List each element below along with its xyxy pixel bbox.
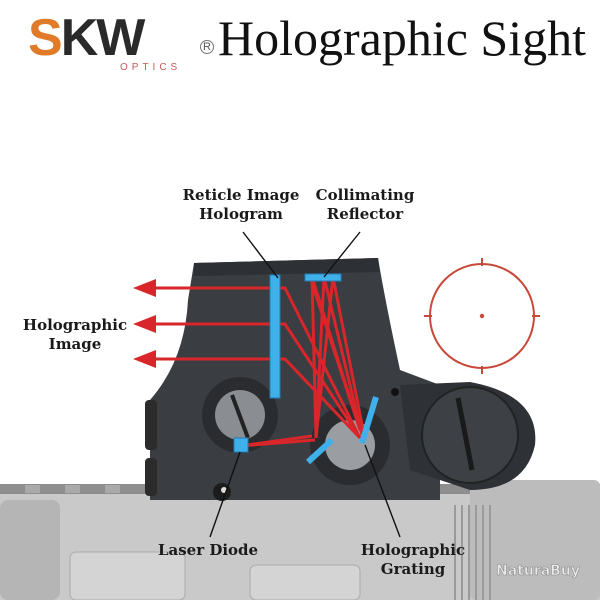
logo-wordmark: SKW bbox=[28, 9, 146, 67]
collimating-reflector-plate bbox=[304, 273, 342, 282]
logo-subtitle: OPTICS bbox=[120, 62, 182, 73]
reticle-hologram-plate bbox=[269, 274, 281, 399]
logo-letter-s: S bbox=[28, 9, 63, 67]
label-collimating-reflector: Collimating Reflector bbox=[315, 186, 415, 223]
header: SKW R OPTICS Holographic Sight bbox=[0, 0, 600, 80]
label-laser-diode: Laser Diode bbox=[157, 541, 259, 559]
sight-body bbox=[145, 258, 536, 501]
naturabuy-watermark: NaturaBuy bbox=[496, 563, 581, 580]
optical-components bbox=[233, 273, 379, 465]
laser-diode-block bbox=[233, 437, 249, 453]
rifle-background bbox=[0, 480, 600, 600]
logo-letters-kw: KW bbox=[60, 9, 146, 67]
label-reticle-image-hologram: Reticle Image Hologram bbox=[182, 186, 300, 223]
label-holographic-image: Holographic Image bbox=[22, 316, 128, 353]
arrow-heads bbox=[133, 279, 156, 368]
leader-lines bbox=[209, 231, 401, 538]
reticle-icon bbox=[424, 258, 540, 374]
page-title: Holographic Sight bbox=[218, 10, 587, 66]
registered-mark-icon: R bbox=[200, 40, 214, 54]
label-holographic-grating: Holographic Grating bbox=[360, 541, 466, 578]
holographic-grating-plate bbox=[359, 396, 379, 444]
laser-beams bbox=[155, 276, 367, 448]
skw-optics-logo: SKW R OPTICS bbox=[28, 9, 218, 73]
fold-mirror bbox=[305, 437, 335, 465]
